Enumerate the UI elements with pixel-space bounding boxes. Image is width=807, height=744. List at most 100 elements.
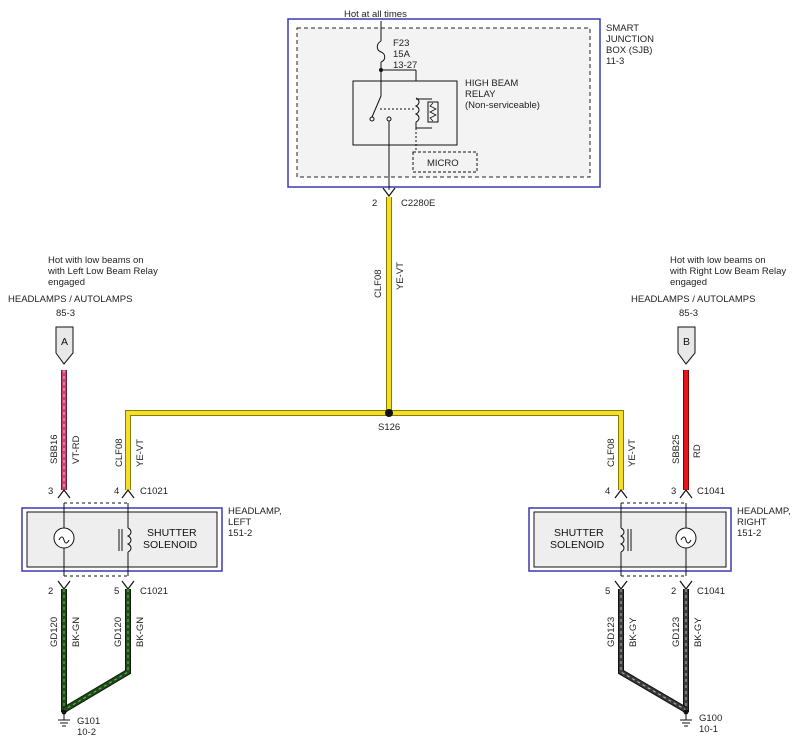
relay-label-line-2: RELAY [465, 89, 496, 100]
ground-g100-name: G100 [699, 713, 722, 724]
right-source-flag-b [677, 326, 696, 365]
relay-contact-open [369, 116, 375, 122]
right-top-pin3-connector [679, 489, 693, 499]
right-solenoid-label-1: SHUTTER [554, 527, 604, 539]
left-clf-color: YE-VT [135, 439, 146, 467]
relay-coil-symbol [414, 97, 420, 123]
sjb-title-line-3: BOX (SJB) [606, 45, 652, 56]
right-ground-wiring: GD123 BK-GY GD123 BK-GY G100 10-1 [606, 589, 722, 735]
fuse-rating: 15A [393, 49, 411, 60]
high-beam-relay-box [352, 80, 458, 146]
right-solenoid-label-2: SOLENOID [550, 539, 605, 551]
right-source-ref-page: 85-3 [679, 308, 698, 319]
right-gd-color-b: BK-GY [693, 617, 704, 647]
wire-clf08-branch-color [126, 411, 623, 490]
smart-junction-box: Hot at all times SMART JUNCTION BOX (SJB… [287, 9, 654, 209]
relay-label-line-3: (Non-serviceable) [465, 100, 540, 111]
left-sbb-circuit: SBB16 [49, 434, 60, 464]
fuse-f23-symbol [376, 40, 386, 63]
right-top-pin-4: 4 [605, 486, 610, 497]
right-gd-circuit-a: GD123 [606, 617, 617, 647]
left-gd-circuit-b: GD120 [113, 617, 124, 647]
wire-gd123-left [619, 589, 688, 712]
left-bottom-connector: C1021 [140, 586, 168, 597]
left-top-connector: C1021 [140, 486, 168, 497]
fuse-ref: 13-27 [393, 60, 417, 71]
resistor-zigzag [429, 102, 437, 122]
right-clf-circuit: CLF08 [606, 438, 617, 467]
right-lamp-filament [680, 536, 692, 544]
right-gd-circuit-b: GD123 [671, 617, 682, 647]
right-source-flag-letter: B [683, 336, 690, 348]
right-clf-color: YE-VT [627, 439, 638, 467]
center-wire-color: YE-VT [395, 262, 406, 290]
ground-g100-ref: 10-1 [699, 724, 718, 735]
wire-gd120-right [62, 589, 130, 712]
right-gd-color-a: BK-GY [628, 617, 639, 647]
right-solenoid-coil-icon [619, 527, 625, 553]
right-bottom-pin-5: 5 [605, 586, 610, 597]
splice-s126-dot [385, 409, 393, 417]
relay-label-line-1: HIGH BEAM [465, 78, 518, 89]
left-source-flag-letter: A [61, 336, 68, 348]
right-source-note-1: Hot with low beams on [670, 255, 766, 266]
left-gd-color-a: BK-GN [71, 617, 82, 647]
sjb-power-label: Hot at all times [344, 9, 407, 20]
right-headlamp: 4 3 C1041 HEADLAMP, RIGHT 151-2 SHUTTER … [528, 486, 791, 597]
micro-box [412, 151, 478, 173]
micro-label: MICRO [427, 158, 459, 169]
connector-c2280e-pin: 2 [372, 198, 377, 209]
sjb-title-line-1: SMART [606, 23, 639, 34]
center-wire-circuit: CLF08 [373, 269, 384, 298]
right-top-pin-3: 3 [671, 486, 676, 497]
right-sbb-circuit: SBB25 [671, 434, 682, 464]
left-source-ref-title: HEADLAMPS / AUTOLAMPS [8, 294, 132, 305]
right-bottom-pin-2: 2 [671, 586, 676, 597]
right-headlamp-title-2: RIGHT [737, 517, 767, 528]
right-source-note-2: with Right Low Beam Relay [669, 266, 786, 277]
left-top-pin-3: 3 [48, 486, 53, 497]
left-sbb-color: VT-RD [71, 435, 82, 464]
left-top-pin4-connector [121, 489, 135, 499]
left-source: Hot with low beams on with Left Low Beam… [8, 255, 158, 490]
ground-g101-ref: 10-2 [77, 727, 96, 738]
left-solenoid-label-1: SHUTTER [147, 527, 197, 539]
fuse-name: F23 [393, 38, 409, 49]
left-gd-color-b: BK-GN [135, 617, 146, 647]
right-lamp-bulb-icon [675, 527, 697, 549]
left-top-pin3-connector [57, 489, 71, 499]
left-headlamp-title-3: 151-2 [228, 528, 252, 539]
wire-gd120-right-stripe [63, 589, 129, 711]
left-bottom-pin2-connector [57, 580, 71, 590]
left-gd-circuit-a: GD120 [49, 617, 60, 647]
left-bottom-pin-2: 2 [48, 586, 53, 597]
right-top-connector: C1041 [697, 486, 725, 497]
left-bottom-pin5-connector [121, 580, 135, 590]
wire-gd123-left-stripe [620, 589, 687, 711]
left-headlamp: 3 4 C1021 HEADLAMP, LEFT 151-2 SHUTTER S… [21, 486, 282, 597]
left-source-ref-page: 85-3 [56, 308, 75, 319]
right-headlamp-title-1: HEADLAMP, [737, 506, 791, 517]
left-source-note-3: engaged [48, 277, 85, 288]
relay-switch-arm [371, 95, 382, 118]
right-sbb-color: RD [692, 444, 703, 458]
ground-g101-name: G101 [77, 716, 100, 727]
left-headlamp-title-2: LEFT [228, 517, 251, 528]
right-headlamp-title-3: 151-2 [737, 528, 761, 539]
left-lamp-bulb-icon [53, 527, 75, 549]
left-ground-wiring: GD120 BK-GN GD120 BK-GN G101 10-2 [49, 589, 146, 738]
relay-suppression-resistor [427, 101, 439, 123]
connector-c2280e-label: C2280E [401, 198, 435, 209]
right-bottom-pin5-connector [614, 580, 628, 590]
connector-c2280e-symbol [382, 187, 396, 197]
left-source-note-1: Hot with low beams on [48, 255, 144, 266]
right-bottom-connector: C1041 [697, 586, 725, 597]
right-source-note-3: engaged [670, 277, 707, 288]
left-lamp-filament [58, 536, 70, 544]
clf08-center-wiring: S126 CLF08 YE-VT CLF08 YE-VT CLF08 YE-VT [114, 197, 638, 490]
sjb-title-line-2: JUNCTION [606, 34, 654, 45]
right-top-pin4-connector [614, 489, 628, 499]
left-source-flag-a [55, 326, 74, 365]
left-solenoid-label-2: SOLENOID [143, 539, 198, 551]
